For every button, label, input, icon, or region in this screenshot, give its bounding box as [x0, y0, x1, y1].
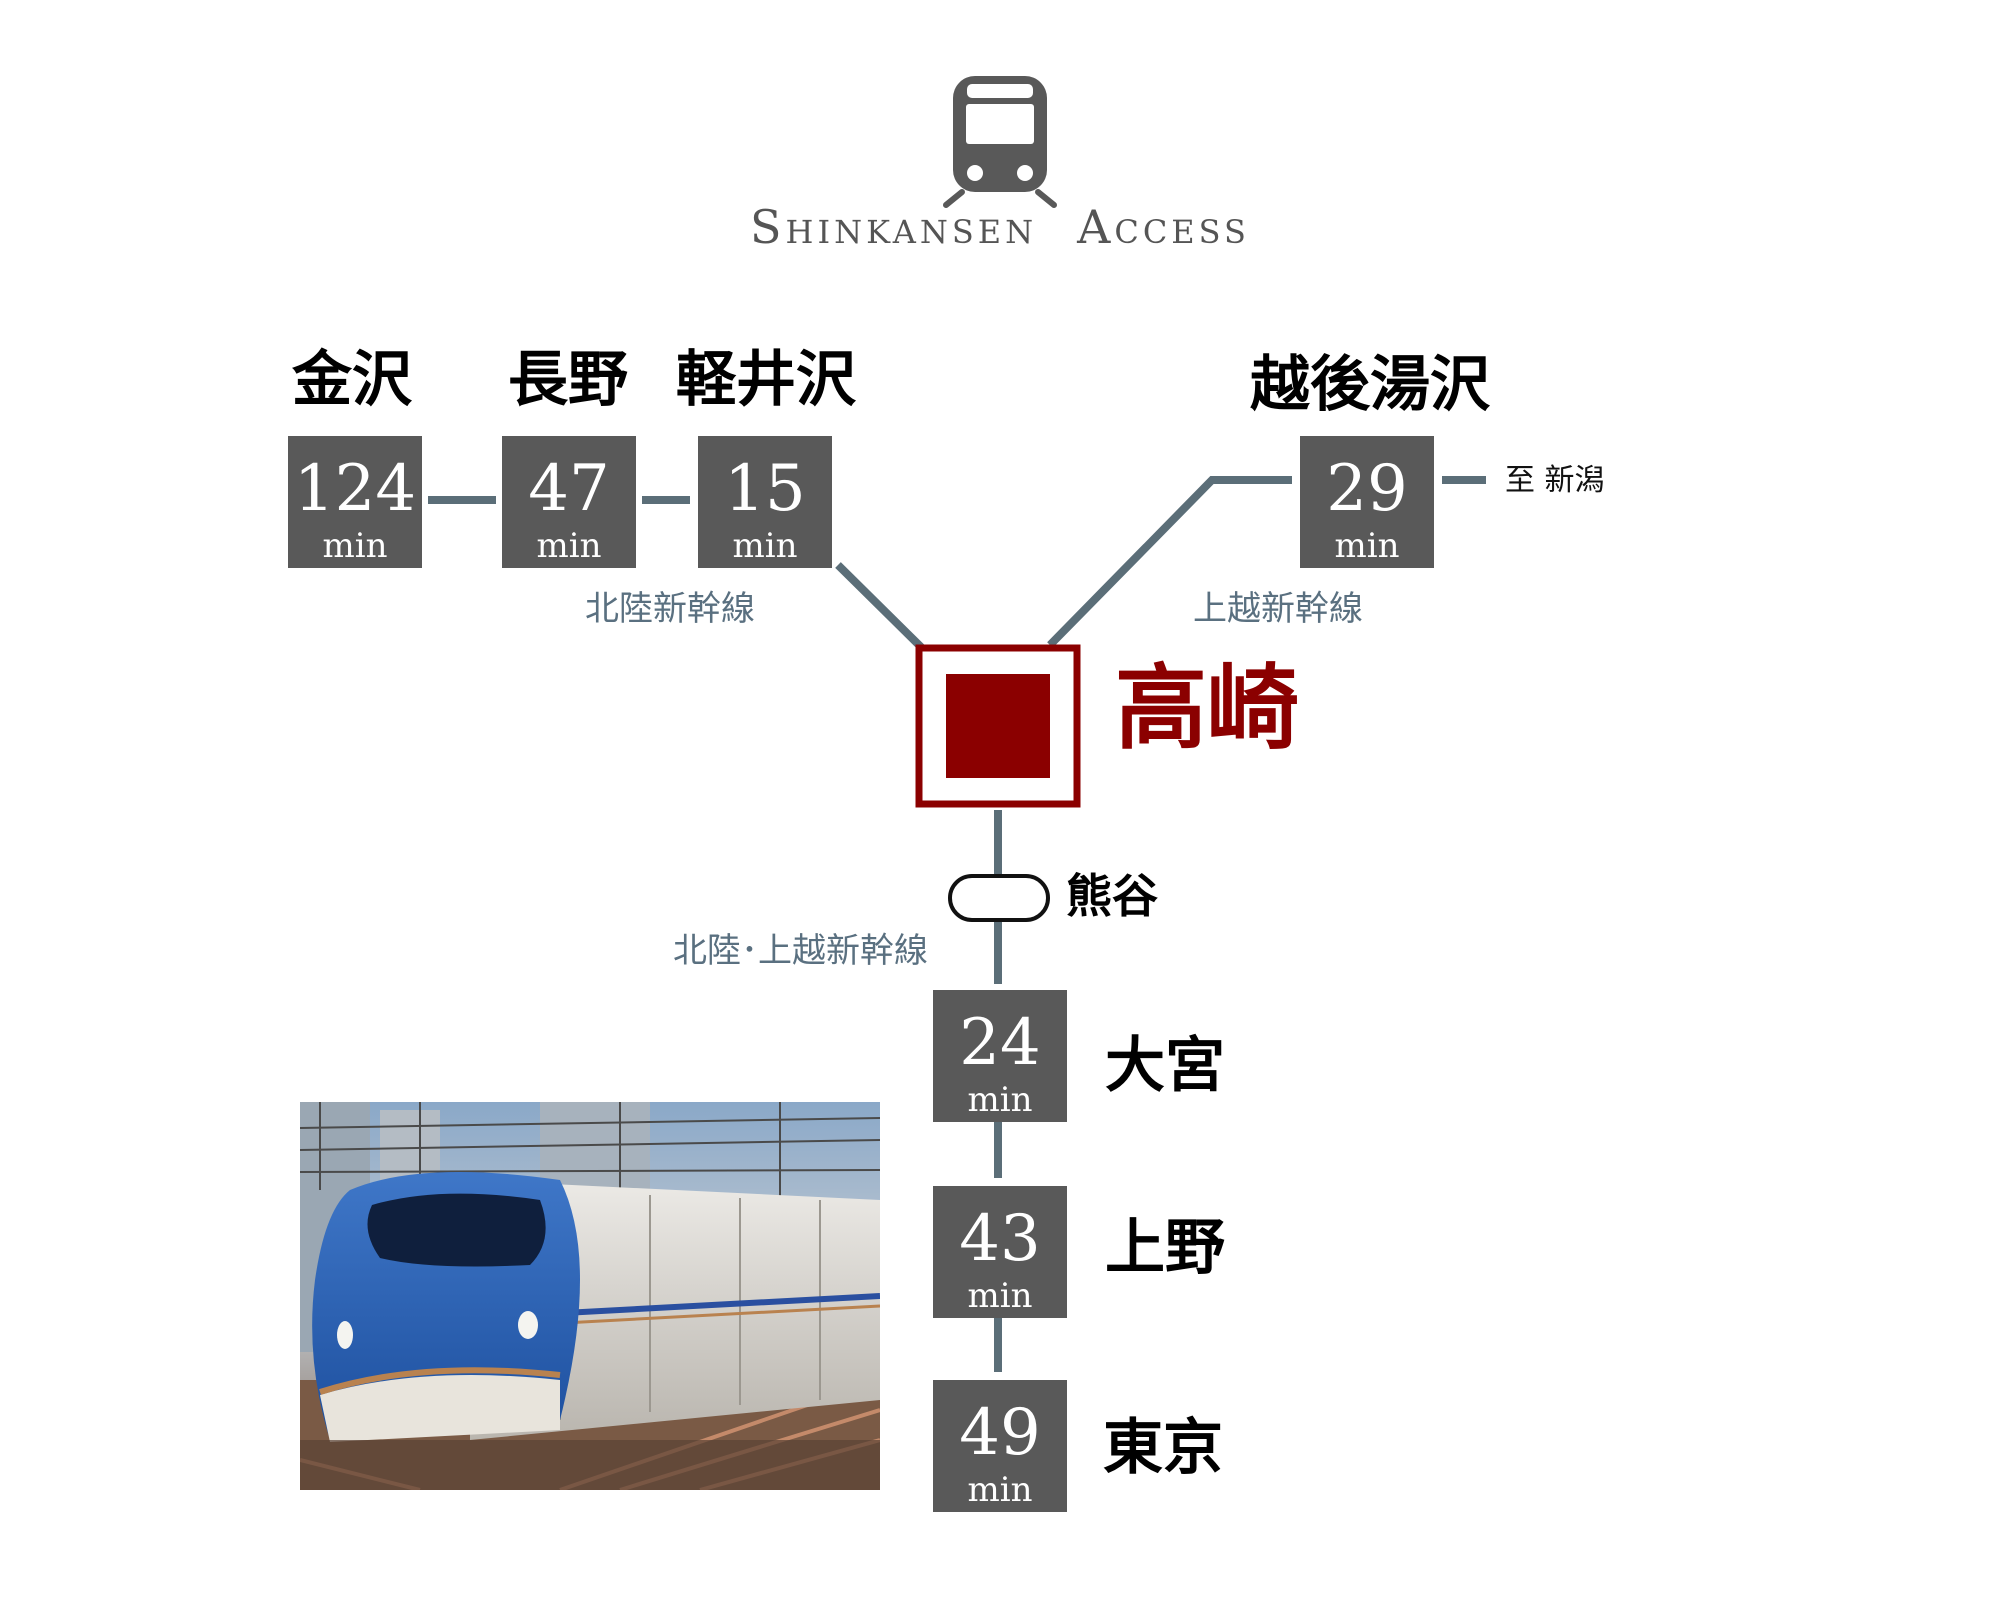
title-word-shinkansen: Shinkansen — [750, 200, 1037, 254]
time-box-ueno: 43 min — [933, 1186, 1067, 1318]
station-name-kanazawa: 金沢 — [292, 345, 413, 415]
title-word-access: Access — [1076, 200, 1250, 254]
minutes-echigo-yuzawa: 29 — [1326, 452, 1407, 526]
time-box-tokyo: 49 min — [933, 1380, 1067, 1512]
line-label-hokuriku: 北陸新幹線 — [585, 589, 755, 629]
unit-ueno: min — [967, 1276, 1032, 1316]
line-label-hokuriku-joetsu: 北陸･上越新幹線 — [673, 931, 928, 971]
station-name-karuizawa: 軽井沢 — [676, 345, 857, 415]
unit-tokyo: min — [967, 1470, 1032, 1510]
minutes-kanazawa: 124 — [294, 452, 416, 526]
hub-station-marker — [915, 644, 1081, 808]
pass-station-marker — [948, 874, 1050, 922]
line-yuzawa-takasaki — [1047, 476, 1292, 648]
station-name-ueno: 上野 — [1105, 1213, 1225, 1283]
station-name-nagano: 長野 — [508, 345, 628, 415]
shinkansen-train-photo — [300, 1102, 880, 1490]
time-box-echigo-yuzawa: 29 min — [1300, 436, 1434, 568]
station-name-tokyo: 東京 — [1103, 1413, 1223, 1483]
time-box-omiya: 24 min — [933, 990, 1067, 1122]
line-karuizawa-takasaki — [835, 562, 925, 651]
unit-nagano: min — [536, 526, 601, 566]
route-lines — [428, 476, 1486, 1372]
line-label-joetsu: 上越新幹線 — [1193, 589, 1363, 629]
minutes-karuizawa: 15 — [724, 452, 805, 526]
unit-kanazawa: min — [322, 526, 387, 566]
time-box-kanazawa: 124 min — [288, 436, 422, 568]
minutes-tokyo: 49 — [959, 1396, 1040, 1470]
unit-omiya: min — [967, 1080, 1032, 1120]
page-title: Shinkansen Access — [750, 200, 1250, 254]
minutes-omiya: 24 — [959, 1006, 1040, 1080]
station-name-omiya: 大宮 — [1105, 1031, 1225, 1101]
unit-karuizawa: min — [732, 526, 797, 566]
time-box-karuizawa: 15 min — [698, 436, 832, 568]
station-name-echigo-yuzawa: 越後湯沢 — [1250, 350, 1491, 420]
unit-echigo-yuzawa: min — [1334, 526, 1399, 566]
train-icon — [943, 76, 1057, 208]
minutes-ueno: 43 — [959, 1202, 1040, 1276]
station-name-kumagaya: 熊谷 — [1066, 869, 1158, 923]
hub-station-name: 高崎 — [1115, 654, 1299, 762]
to-niigata-label: 至 新潟 — [1505, 463, 1605, 498]
minutes-nagano: 47 — [528, 452, 609, 526]
time-box-nagano: 47 min — [502, 436, 636, 568]
